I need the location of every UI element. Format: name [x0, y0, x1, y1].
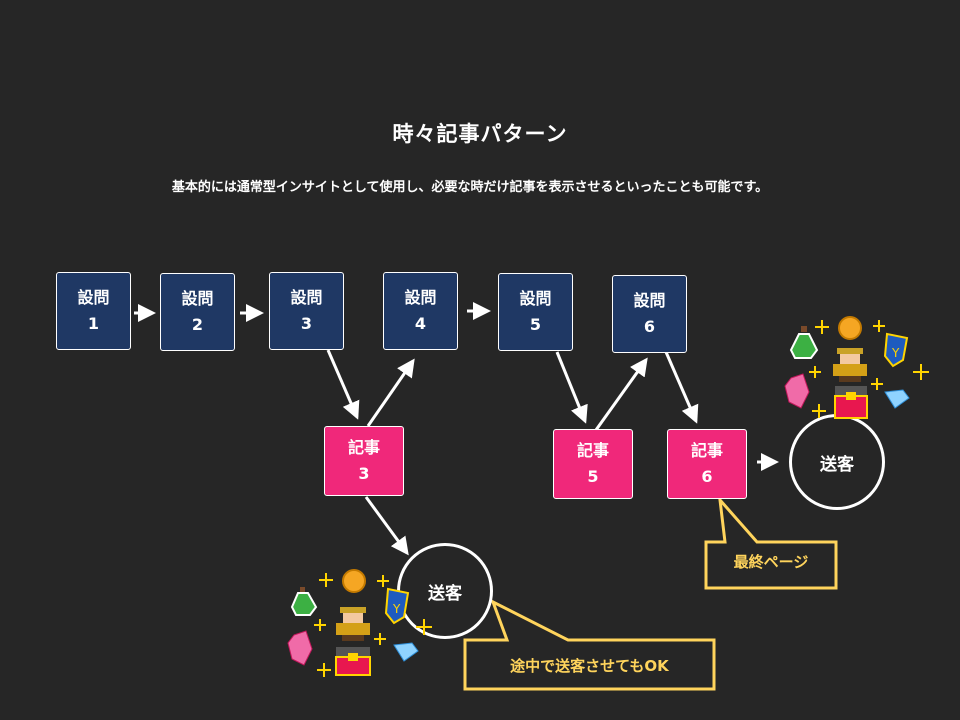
svg-text:Y: Y — [891, 346, 900, 360]
question-number: 2 — [191, 315, 204, 334]
question-node-4: 設問 4 — [383, 272, 458, 350]
arrow-q6-a6 — [664, 351, 699, 424]
shield-icon: Y — [384, 587, 410, 625]
arrow-q5-a5 — [555, 351, 588, 424]
sparkle-icon — [314, 573, 432, 677]
question-number: 6 — [643, 317, 656, 336]
adventurer-icon — [833, 348, 867, 382]
treasure-chest-icon — [335, 647, 371, 676]
callout-midway-shape — [463, 598, 716, 691]
question-number: 5 — [529, 315, 542, 334]
gem-icon — [784, 373, 810, 409]
article-node-3: 記事 3 — [324, 426, 404, 496]
gem-icon — [287, 630, 313, 666]
callout-midway-text: 途中で送客させてもOK — [510, 657, 669, 675]
svg-text:Y: Y — [392, 602, 401, 616]
diamond-icon — [884, 389, 910, 409]
article-node-5: 記事 5 — [553, 429, 633, 499]
article-number: 3 — [358, 464, 370, 483]
page-subtitle: 基本的には通常型インサイトとして使用し、必要な時だけ記事を表示させるといったこと… — [171, 180, 769, 195]
question-node-3: 設問 3 — [269, 272, 344, 350]
arrow-a3-q4 — [366, 358, 415, 427]
adventurer-icon — [336, 607, 370, 641]
potion-icon — [789, 326, 819, 359]
arrow-a5-q6 — [594, 357, 648, 431]
question-label: 設問 — [77, 288, 110, 307]
question-node-1: 設問 1 — [56, 272, 131, 350]
coin-icon — [342, 569, 366, 593]
article-number: 6 — [701, 467, 713, 486]
callout-final-page-text: 最終ページ — [733, 553, 809, 571]
arrow-a3-conversion — [364, 496, 409, 556]
question-node-2: 設問 2 — [160, 273, 235, 351]
question-label: 設問 — [633, 291, 666, 310]
sparkle-icon — [809, 320, 929, 418]
question-number: 1 — [87, 314, 100, 333]
question-label: 設問 — [519, 289, 552, 308]
potion-icon — [290, 587, 318, 616]
question-label: 設問 — [181, 289, 214, 308]
question-label: 設問 — [290, 288, 323, 307]
page-title: 時々記事パターン — [392, 122, 568, 146]
coin-icon — [838, 316, 862, 340]
question-node-6: 設問 6 — [612, 275, 687, 353]
article-label: 記事 — [690, 441, 723, 460]
article-node-6: 記事 6 — [667, 429, 747, 499]
question-label: 設問 — [404, 288, 437, 307]
article-number: 5 — [587, 467, 599, 486]
conversion-label: 送客 — [428, 583, 462, 604]
shield-icon: Y — [883, 332, 909, 368]
article-label: 記事 — [576, 441, 609, 460]
treasure-chest-icon — [834, 386, 868, 419]
question-number: 3 — [300, 314, 313, 333]
question-number: 4 — [414, 314, 427, 333]
callout-final-page-shape — [704, 495, 838, 590]
article-label: 記事 — [347, 438, 380, 457]
question-node-5: 設問 5 — [498, 273, 573, 351]
arrow-q3-a3 — [326, 349, 360, 420]
conversion-label: 送客 — [820, 454, 854, 475]
diamond-icon — [393, 642, 419, 662]
